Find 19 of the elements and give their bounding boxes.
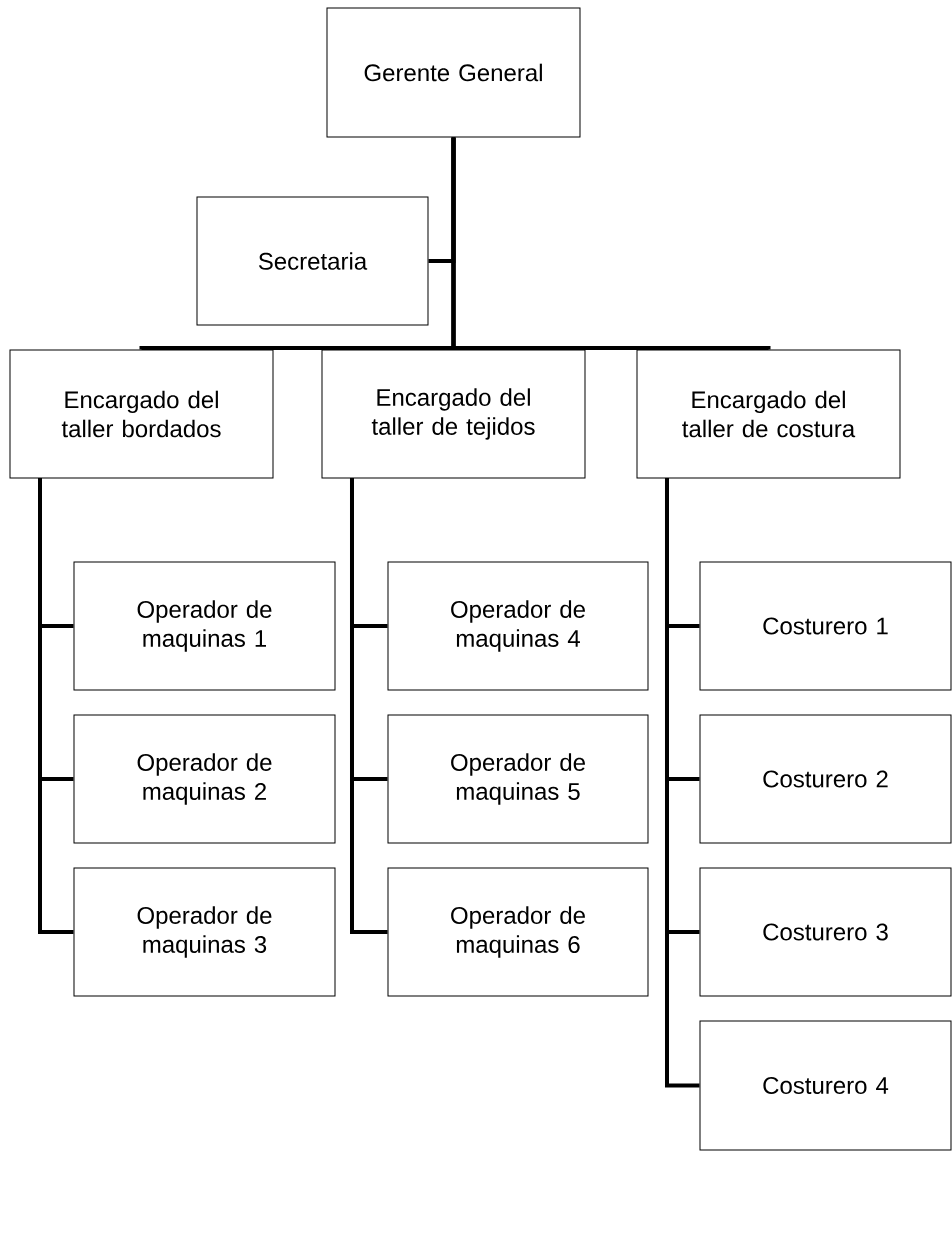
org-box: Operador de maquinas 3 [73,867,336,997]
connector-line [350,478,388,934]
connector-line [451,137,771,352]
org-box: Operador de maquinas 4 [387,561,649,691]
org-box: Operador de maquinas 2 [73,714,336,844]
connector-line [665,478,700,1088]
org-box: Encargado del taller bordados [9,349,274,479]
org-box: Costurero 3 [699,867,952,997]
org-box: Gerente General [326,7,581,138]
org-box: Costurero 4 [699,1020,952,1151]
org-box: Operador de maquinas 1 [73,561,336,691]
org-box: Operador de maquinas 5 [387,714,649,844]
org-box: Costurero 2 [699,714,952,844]
org-box: Costurero 1 [699,561,952,691]
org-box: Secretaria [196,196,429,326]
org-box: Operador de maquinas 6 [387,867,649,997]
org-box: Encargado del taller de costura [636,349,901,479]
connector-line [38,478,74,934]
org-box: Encargado del taller de tejidos [321,349,586,479]
